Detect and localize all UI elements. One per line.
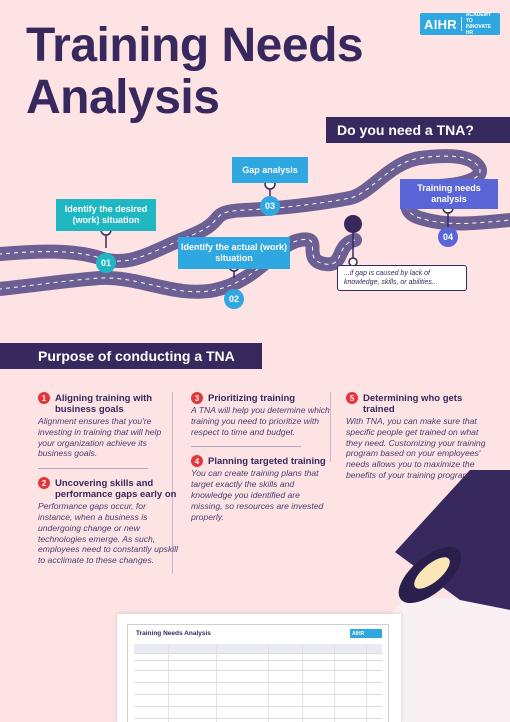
tna-question-banner: Do you need a TNA? bbox=[326, 117, 510, 143]
template-col-line bbox=[268, 644, 269, 722]
purpose-item-4-title: 4 Planning targeted training bbox=[191, 455, 331, 468]
purpose-item-5-body: With TNA, you can make sure that specifi… bbox=[346, 416, 486, 480]
logo-tagline-2: INNOVATE HR bbox=[465, 24, 491, 36]
purpose-item-1-title-text: Aligning training with business goals bbox=[55, 393, 153, 415]
purpose-item-1-body: Alignment ensures that you're investing … bbox=[38, 416, 162, 459]
template-title: Training Needs Analysis bbox=[136, 630, 211, 637]
column-divider-1 bbox=[172, 392, 173, 574]
step-2-bubble: Identify the actual (work) situation bbox=[178, 237, 290, 269]
template-col-line bbox=[168, 644, 169, 722]
template-row-line bbox=[134, 653, 382, 654]
purpose-column-1: 1 Aligning training with business goals … bbox=[38, 392, 178, 566]
template-row-line bbox=[134, 694, 382, 695]
template-row-line bbox=[134, 670, 382, 671]
page-title: Training Needs Analysis bbox=[26, 19, 364, 124]
logo-tagline: ACADEMY TO INNOVATE HR bbox=[466, 12, 496, 36]
template-row-line bbox=[134, 706, 382, 707]
template-logo: AIHR bbox=[350, 629, 382, 638]
purpose-item-2-title-text: Uncovering skills and performance gaps e… bbox=[55, 478, 177, 501]
purpose-item-3-title-text: Prioritizing training bbox=[208, 393, 296, 404]
purpose-item-4-number: 4 bbox=[191, 455, 203, 468]
step-4-number: 04 bbox=[438, 227, 458, 247]
item-divider bbox=[38, 468, 148, 470]
template-row-line bbox=[134, 660, 382, 661]
purpose-item-2-number: 2 bbox=[38, 477, 50, 490]
template-header-row bbox=[134, 644, 382, 653]
purpose-item-3-title: 3 Prioritizing training bbox=[191, 392, 331, 404]
purpose-item-1-number: 1 bbox=[38, 392, 50, 404]
title-line-1: Training Needs bbox=[26, 19, 364, 72]
gap-note: ...if gap is caused by lack of knowledge… bbox=[337, 265, 467, 291]
tna-template-preview: Training Needs Analysis AIHR bbox=[117, 614, 401, 722]
purpose-item-2-body: Performance gaps occur, for instance, wh… bbox=[38, 501, 178, 566]
item-divider bbox=[191, 446, 301, 448]
step-3-bubble: Gap analysis bbox=[232, 157, 308, 183]
title-line-2: Analysis bbox=[26, 71, 220, 124]
purpose-item-3-body: A TNA will help you determine which trai… bbox=[191, 405, 330, 437]
template-row-line bbox=[134, 682, 382, 683]
column-divider-2 bbox=[330, 392, 331, 462]
purpose-item-4-body: You can create training plans that targe… bbox=[191, 468, 324, 522]
template-row-line bbox=[134, 718, 382, 719]
template-frame: Training Needs Analysis AIHR bbox=[127, 624, 389, 722]
purpose-item-3-number: 3 bbox=[191, 392, 203, 404]
purpose-column-2: 3 Prioritizing training A TNA will help … bbox=[191, 392, 331, 522]
purpose-item-2-title: 2 Uncovering skills and performance gaps… bbox=[38, 477, 178, 501]
step-2-number: 02 bbox=[224, 289, 244, 309]
step-1-bubble: Identify the desired (work) situation bbox=[56, 199, 156, 231]
template-table bbox=[134, 644, 382, 722]
template-col-line bbox=[216, 644, 217, 722]
step-1-number: 01 bbox=[96, 253, 116, 273]
purpose-column-3: 5 Determining who gets trained With TNA,… bbox=[346, 392, 486, 481]
purpose-item-5-title: 5 Determining who gets trained bbox=[346, 392, 486, 415]
logo-divider bbox=[460, 17, 462, 31]
template-col-line bbox=[334, 644, 335, 722]
purpose-item-5-title-text: Determining who gets trained bbox=[363, 393, 463, 415]
aihr-logo: AIHR ACADEMY TO INNOVATE HR bbox=[420, 12, 500, 36]
purpose-item-4-title-text: Planning targeted training bbox=[208, 456, 326, 468]
purpose-heading: Purpose of conducting a TNA bbox=[0, 343, 262, 369]
logo-tagline-1: ACADEMY TO bbox=[465, 12, 492, 24]
step-3-number: 03 bbox=[260, 196, 280, 216]
purpose-item-5-number: 5 bbox=[346, 392, 358, 404]
step-4-bubble: Training needs analysis bbox=[400, 179, 498, 209]
template-col-line bbox=[302, 644, 303, 722]
template-col-line bbox=[366, 644, 367, 722]
logo-brand: AIHR bbox=[424, 16, 457, 32]
purpose-item-1-title: 1 Aligning training with business goals bbox=[38, 392, 178, 415]
